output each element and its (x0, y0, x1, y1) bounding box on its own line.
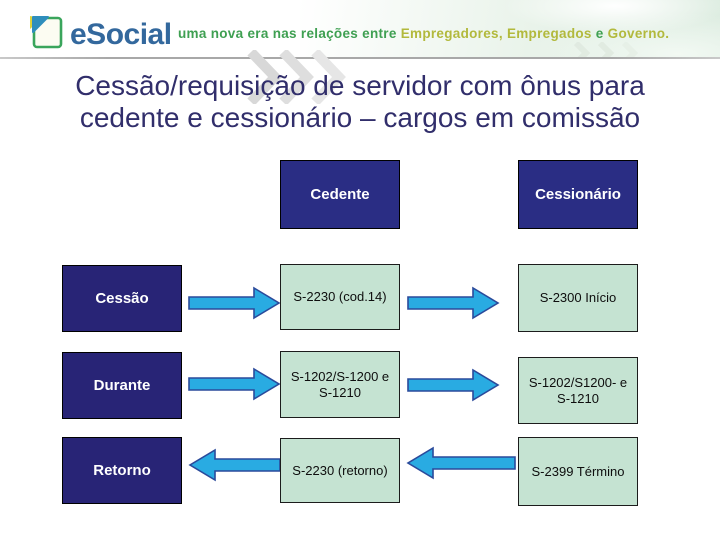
event-box-cedente-durante: S-1202/S-1200 e S-1210 (280, 351, 400, 418)
event-box-cessionario-durante: S-1202/S1200- e S-1210 (518, 357, 638, 424)
arrow-left-icon (406, 446, 516, 480)
slide-title-line1: Cessão/requisição de servidor com ônus p… (75, 70, 645, 101)
tagline-government: Governo. (607, 26, 670, 41)
arrow-right-icon (188, 286, 281, 320)
chevrons-watermark (246, 48, 350, 109)
column-header-cessionario: Cessionário (518, 160, 638, 229)
event-box-cedente-cessao: S-2230 (cod.14) (280, 264, 400, 330)
event-box-cessionario-cessao: S-2300 Início (518, 264, 638, 332)
arrow-right-icon (407, 286, 500, 320)
slide-title-line2: cedente e cessionário – cargos em comiss… (79, 102, 641, 133)
chevrons-small-decoration (573, 40, 652, 57)
header-wave-texture (300, 0, 720, 57)
header-bar: eSocial uma nova era nas relações entre … (0, 0, 720, 57)
esocial-logo: eSocial (28, 12, 172, 57)
esocial-logo-text: eSocial (70, 17, 172, 51)
esocial-logo-icon (28, 12, 66, 57)
tagline-actors: Empregadores, Empregados (400, 26, 592, 41)
event-box-cedente-retorno: S-2230 (retorno) (280, 438, 400, 503)
slide-title: Cessão/requisição de servidor com ônus p… (0, 70, 720, 134)
header-tagline: uma nova era nas relações entre Empregad… (178, 26, 669, 41)
tagline-connector: e (595, 26, 604, 41)
arrow-right-icon (188, 367, 281, 401)
header-divider-line (0, 57, 720, 59)
row-label-durante: Durante (62, 352, 182, 419)
row-label-cessao: Cessão (62, 265, 182, 332)
tagline-prefix: uma nova era nas relações entre (178, 26, 397, 41)
column-header-cedente: Cedente (280, 160, 400, 229)
arrow-right-icon (407, 368, 500, 402)
event-box-cessionario-retorno: S-2399 Término (518, 437, 638, 506)
arrow-left-icon (188, 448, 281, 482)
row-label-retorno: Retorno (62, 437, 182, 504)
